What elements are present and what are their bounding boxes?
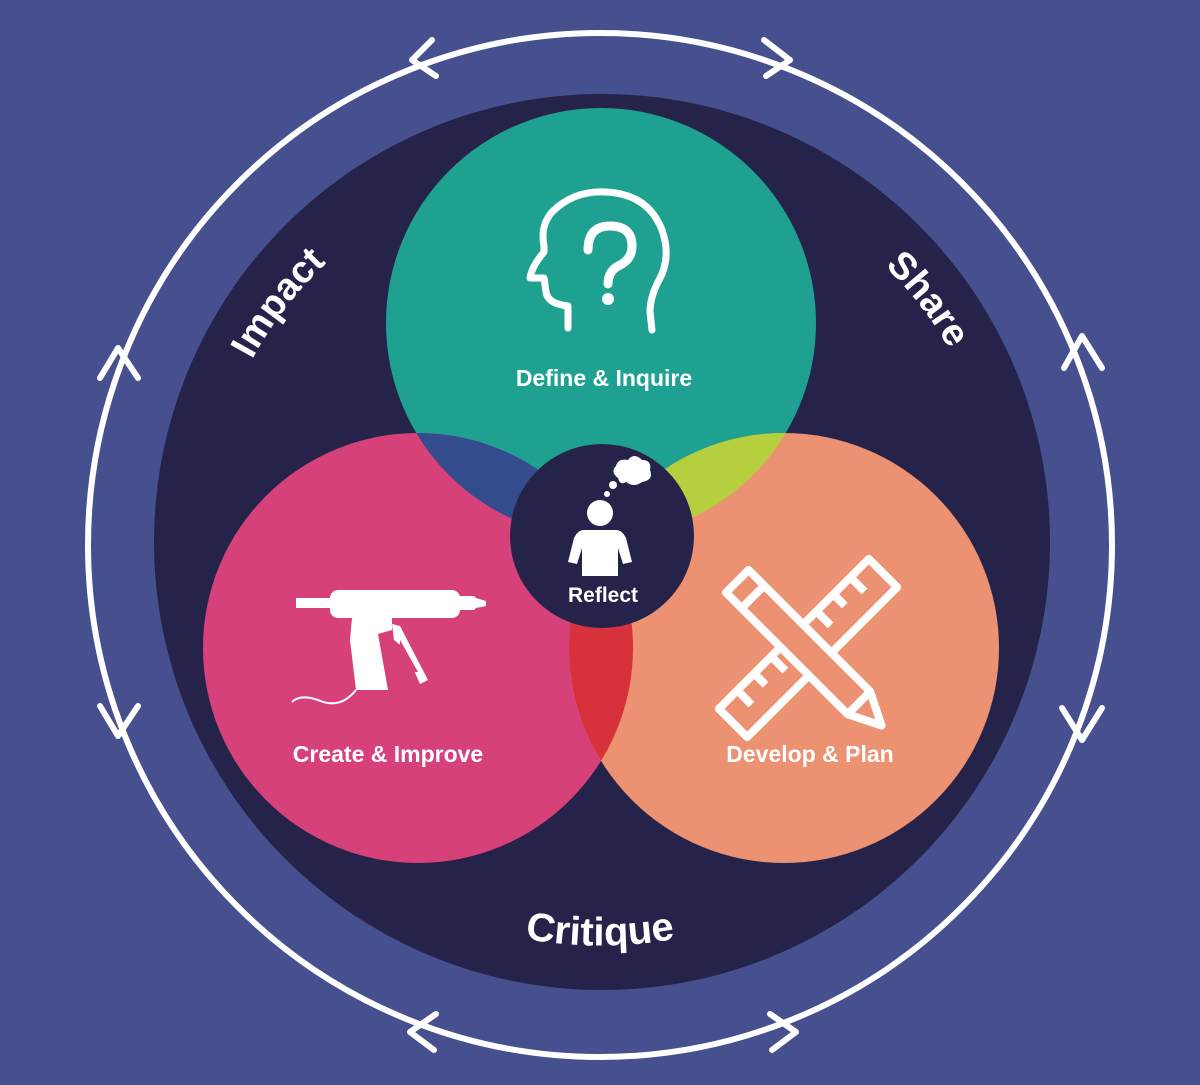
glue-gun-icon: [291, 590, 486, 705]
question-dot: [602, 293, 614, 305]
critique-label: Critique: [523, 904, 676, 954]
thinking-person-icon: [568, 456, 651, 576]
arrow-left-lower-icon: [97, 703, 141, 739]
define-inquire-circle: [386, 108, 816, 538]
arrow-top-left-icon: [409, 37, 439, 79]
create-improve-label: Create & Improve: [293, 741, 483, 767]
outer-cycle-ring: [85, 30, 1115, 1060]
pencil-ruler-icon: [714, 554, 902, 742]
arrow-right-lower-icon: [1059, 705, 1105, 743]
arrow-bottom-left-icon: [407, 1011, 439, 1053]
arrow-right-upper-icon: [1061, 333, 1105, 371]
arrow-top-right-icon: [761, 37, 793, 79]
critique-label-path: Critique: [523, 904, 676, 954]
cycle-arrows: [97, 37, 1105, 1053]
head-question-icon: [526, 188, 670, 334]
reflect-label: Reflect: [568, 584, 638, 607]
arrow-left-upper-icon: [97, 345, 141, 381]
define-inquire-label: Define & Inquire: [516, 365, 692, 391]
arrow-bottom-right-icon: [767, 1011, 799, 1053]
develop-plan-label: Develop & Plan: [726, 741, 893, 767]
